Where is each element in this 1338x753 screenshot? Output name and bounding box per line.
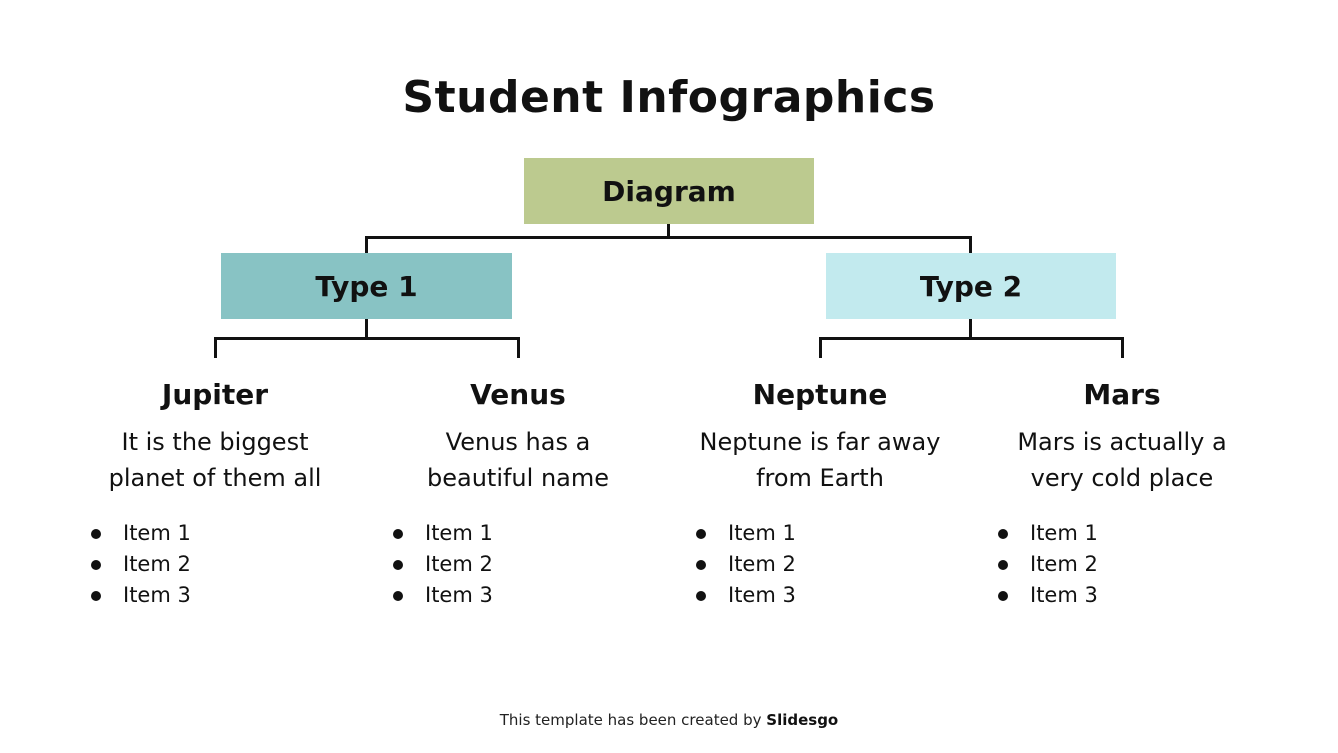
column-title: Mars xyxy=(1083,378,1161,411)
list-item: Item 2 xyxy=(393,549,493,580)
list-item: Item 1 xyxy=(393,518,493,549)
list-item: Item 3 xyxy=(393,580,493,611)
connector-to-type2 xyxy=(969,236,972,253)
list-item-label: Item 3 xyxy=(728,583,796,607)
bullet-icon xyxy=(393,528,403,539)
item-list-jupiter: Item 1 Item 2 Item 3 xyxy=(91,518,191,611)
column-title: Neptune xyxy=(752,378,888,411)
description-line: Neptune is far away xyxy=(699,428,941,456)
bullet-icon xyxy=(393,590,403,601)
diagram-root-box: Diagram xyxy=(524,158,814,224)
bullet-icon xyxy=(91,559,101,570)
list-item-label: Item 1 xyxy=(123,521,191,545)
bullet-icon xyxy=(91,590,101,601)
list-item: Item 3 xyxy=(91,580,191,611)
description-line: It is the biggest xyxy=(121,428,309,456)
type2-label: Type 2 xyxy=(919,269,1023,303)
connector-type1-horizontal xyxy=(214,337,520,340)
column-jupiter: Jupiter It is the biggest planet of them… xyxy=(65,378,365,496)
bullet-icon xyxy=(998,559,1008,570)
list-item: Item 3 xyxy=(998,580,1098,611)
column-title: Jupiter xyxy=(161,378,269,411)
slide-title: Student Infographics xyxy=(402,72,936,123)
type1-label: Type 1 xyxy=(315,269,418,303)
bullet-icon xyxy=(696,559,706,570)
diagram-root-label: Diagram xyxy=(602,174,736,208)
description-line: beautiful name xyxy=(426,464,609,492)
bullet-icon xyxy=(998,528,1008,539)
connector-to-type1 xyxy=(365,236,368,253)
item-list-venus: Item 1 Item 2 Item 3 xyxy=(393,518,493,611)
item-list-mars: Item 1 Item 2 Item 3 xyxy=(998,518,1098,611)
connector-type2-horizontal xyxy=(819,337,1124,340)
list-item-label: Item 3 xyxy=(425,583,493,607)
column-description: Mars is actually a very cold place xyxy=(972,424,1272,496)
connector-root-horizontal xyxy=(365,236,972,239)
connector-to-mars xyxy=(1121,337,1124,358)
list-item-label: Item 1 xyxy=(425,521,493,545)
description-line: from Earth xyxy=(756,464,884,492)
connector-to-venus xyxy=(517,337,520,358)
column-description: Venus has a beautiful name xyxy=(368,424,668,496)
list-item-label: Item 2 xyxy=(728,552,796,576)
connector-type2-down xyxy=(969,319,972,339)
connector-to-jupiter xyxy=(214,337,217,358)
description-line: very cold place xyxy=(1030,464,1214,492)
type2-box: Type 2 xyxy=(826,253,1116,319)
footer-brand[interactable]: Slidesgo xyxy=(766,711,839,729)
bullet-icon xyxy=(696,590,706,601)
column-neptune: Neptune Neptune is far away from Earth xyxy=(670,378,970,496)
item-list-neptune: Item 1 Item 2 Item 3 xyxy=(696,518,796,611)
bullet-icon xyxy=(696,528,706,539)
description-line: Mars is actually a xyxy=(1017,428,1227,456)
list-item: Item 3 xyxy=(696,580,796,611)
column-title: Venus xyxy=(470,378,566,411)
list-item-label: Item 1 xyxy=(1030,521,1098,545)
bullet-icon xyxy=(998,590,1008,601)
description-line: Venus has a xyxy=(445,428,591,456)
description-line: planet of them all xyxy=(108,464,322,492)
footer-text: This template has been created by xyxy=(499,711,767,729)
list-item-label: Item 2 xyxy=(425,552,493,576)
list-item: Item 2 xyxy=(696,549,796,580)
connector-type1-down xyxy=(365,319,368,339)
column-description: Neptune is far away from Earth xyxy=(670,424,970,496)
list-item: Item 2 xyxy=(998,549,1098,580)
list-item-label: Item 3 xyxy=(123,583,191,607)
column-description: It is the biggest planet of them all xyxy=(65,424,365,496)
bullet-icon xyxy=(393,559,403,570)
list-item-label: Item 2 xyxy=(1030,552,1098,576)
list-item-label: Item 3 xyxy=(1030,583,1098,607)
footer-credit: This template has been created by Slides… xyxy=(0,711,1338,729)
list-item-label: Item 2 xyxy=(123,552,191,576)
list-item: Item 1 xyxy=(696,518,796,549)
list-item-label: Item 1 xyxy=(728,521,796,545)
bullet-icon xyxy=(91,528,101,539)
type1-box: Type 1 xyxy=(221,253,512,319)
column-mars: Mars Mars is actually a very cold place xyxy=(972,378,1272,496)
column-venus: Venus Venus has a beautiful name xyxy=(368,378,668,496)
list-item: Item 2 xyxy=(91,549,191,580)
connector-to-neptune xyxy=(819,337,822,358)
connector-root-down xyxy=(667,224,670,238)
list-item: Item 1 xyxy=(998,518,1098,549)
list-item: Item 1 xyxy=(91,518,191,549)
